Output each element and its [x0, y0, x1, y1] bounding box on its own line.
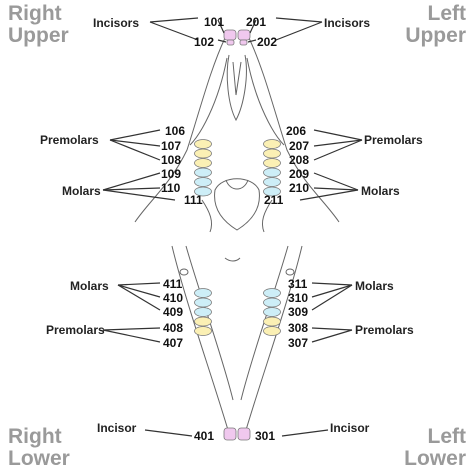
- tooth-206: [263, 139, 281, 149]
- lower-right-cheek-teeth: [194, 288, 212, 336]
- tooth-408: [194, 316, 212, 327]
- quadrant-left-lower-line2: Lower: [404, 447, 466, 470]
- tooth-210: [263, 177, 281, 187]
- tooth-number-109: 109: [161, 167, 181, 181]
- tooth-311: [263, 288, 281, 298]
- upper-right-cheek-teeth: [194, 139, 212, 197]
- label-incisor-left: Incisor: [330, 421, 370, 435]
- tooth-number-107: 107: [161, 139, 181, 153]
- foramen-right: [179, 268, 189, 276]
- tooth-201: [237, 29, 251, 41]
- quadrant-right-lower-line2: Lower: [8, 447, 70, 470]
- tooth-number-208: 208: [289, 153, 309, 167]
- tooth-number-307: 307: [288, 336, 308, 350]
- quadrant-right-upper-line2: Upper: [8, 24, 69, 47]
- tooth-101: [223, 29, 237, 41]
- label-premolars-lower-left: Premolars: [355, 323, 414, 337]
- tooth-number-106: 106: [165, 124, 185, 138]
- quadrant-right-upper-line1: Right: [8, 2, 62, 25]
- tooth-411: [194, 288, 212, 298]
- tooth-number-211: 211: [264, 193, 284, 207]
- tooth-number-207: 207: [289, 139, 309, 153]
- upper-incisors: [223, 29, 251, 46]
- tooth-number-206: 206: [286, 124, 306, 138]
- label-incisors-left: Incisors: [324, 16, 370, 30]
- upper-jaw-outline: [134, 37, 340, 233]
- tooth-307: [263, 326, 281, 336]
- tooth-310: [263, 297, 281, 308]
- foramen-left: [285, 268, 295, 276]
- label-premolars-upper-left: Premolars: [364, 133, 423, 147]
- tooth-211: [263, 186, 281, 197]
- lower-jaw-outline: [171, 245, 303, 431]
- tooth-209: [263, 167, 281, 178]
- tooth-number-411: 411: [163, 277, 183, 291]
- tooth-102: [226, 39, 235, 46]
- tooth-number-401: 401: [194, 429, 214, 443]
- tooth-number-108: 108: [161, 153, 181, 167]
- tooth-107: [194, 148, 212, 159]
- tooth-number-310: 310: [288, 291, 308, 305]
- label-incisors-right: Incisors: [93, 16, 139, 30]
- tooth-number-407: 407: [163, 336, 183, 350]
- quadrant-left-lower-line1: Left: [428, 425, 467, 448]
- tooth-109: [194, 167, 212, 178]
- tooth-409: [194, 307, 212, 317]
- tooth-407: [194, 326, 212, 336]
- tooth-number-308: 308: [288, 321, 308, 335]
- tooth-number-102: 102: [194, 35, 214, 49]
- tooth-number-201: 201: [246, 15, 266, 29]
- quadrant-left-upper-line1: Left: [428, 2, 467, 25]
- tooth-308: [263, 316, 281, 327]
- tooth-410: [194, 297, 212, 308]
- tooth-number-311: 311: [288, 277, 308, 291]
- tooth-106: [194, 139, 212, 149]
- tooth-202: [239, 39, 248, 46]
- label-incisor-right: Incisor: [97, 421, 137, 435]
- tooth-number-210: 210: [289, 181, 309, 195]
- lower-incisors: [223, 427, 251, 441]
- label-premolars-lower-right: Premolars: [46, 323, 105, 337]
- tooth-number-202: 202: [257, 35, 277, 49]
- label-molars-upper-left: Molars: [361, 184, 400, 198]
- tooth-number-110: 110: [161, 181, 181, 195]
- tooth-301: [237, 427, 251, 441]
- tooth-number-111: 111: [184, 193, 203, 207]
- pointer-lines: [102, 17, 363, 437]
- tooth-110: [194, 177, 212, 187]
- upper-left-cheek-teeth: [263, 139, 281, 197]
- tooth-309: [263, 307, 281, 317]
- tooth-number-209: 209: [289, 167, 309, 181]
- label-premolars-upper-right: Premolars: [40, 133, 99, 147]
- tooth-number-101: 101: [204, 15, 224, 29]
- quadrant-left-upper-line2: Upper: [405, 24, 466, 47]
- label-molars-upper-right: Molars: [62, 184, 101, 198]
- quadrant-right-lower-line1: Right: [8, 425, 62, 448]
- tooth-111: [194, 186, 212, 197]
- label-molars-lower-left: Molars: [355, 279, 394, 293]
- tooth-207: [263, 148, 281, 159]
- tooth-401: [223, 427, 237, 441]
- tooth-number-309: 309: [288, 305, 308, 319]
- lower-left-cheek-teeth: [263, 288, 281, 336]
- tooth-108: [194, 158, 212, 168]
- label-molars-lower-right: Molars: [70, 279, 109, 293]
- tooth-number-409: 409: [163, 305, 183, 319]
- tooth-208: [263, 158, 281, 168]
- tooth-number-410: 410: [163, 291, 183, 305]
- tooth-number-408: 408: [163, 321, 183, 335]
- tooth-number-301: 301: [255, 429, 275, 443]
